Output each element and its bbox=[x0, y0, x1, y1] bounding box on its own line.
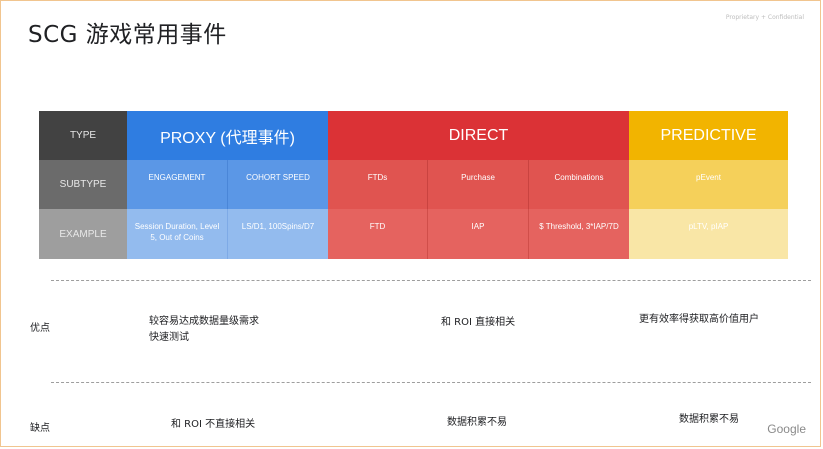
pros-proxy-line2: 快速测试 bbox=[149, 332, 189, 343]
predictive-example-pltv: pLTV, pIAP bbox=[629, 209, 788, 259]
proxy-subtype-cohort-speed: COHORT SPEED bbox=[228, 160, 328, 209]
direct-header: DIRECT bbox=[328, 111, 629, 160]
google-logo: Google bbox=[767, 422, 806, 436]
pros-predictive: 更有效率得获取高价值用户 bbox=[639, 314, 759, 325]
proxy-header: PROXY (代理事件) bbox=[127, 111, 328, 160]
direct-example-ftd: FTD bbox=[328, 209, 428, 259]
direct-subtype-ftds: FTDs bbox=[328, 160, 428, 209]
direct-example-threshold: $ Threshold, 3*IAP/7D bbox=[529, 209, 629, 259]
row-label-subtype: SUBTYPE bbox=[39, 160, 127, 209]
predictive-header: PREDICTIVE bbox=[629, 111, 788, 160]
divider-top bbox=[51, 280, 811, 281]
pros-direct: 和 ROI 直接相关 bbox=[441, 317, 516, 328]
slide-title: SCG 游戏常用事件 bbox=[28, 22, 227, 48]
direct-subtype-combinations: Combinations bbox=[529, 160, 629, 209]
row-label-type: TYPE bbox=[39, 111, 127, 160]
cons-direct: 数据积累不易 bbox=[447, 417, 507, 428]
cons-predictive: 数据积累不易 bbox=[679, 414, 739, 425]
direct-subtype-purchase: Purchase bbox=[428, 160, 529, 209]
direct-example-iap: IAP bbox=[428, 209, 529, 259]
pros-proxy-line1: 较容易达成数据量级需求 bbox=[149, 316, 259, 327]
row-label-example: EXAMPLE bbox=[39, 209, 127, 259]
proxy-subtype-engagement: ENGAGEMENT bbox=[127, 160, 228, 209]
cons-label: 缺点 bbox=[30, 423, 50, 434]
proxy-example-engagement: Session Duration, Level 5, Out of Coins bbox=[127, 209, 228, 259]
event-table: TYPE SUBTYPE EXAMPLE PROXY (代理事件) ENGAGE… bbox=[39, 111, 788, 259]
cons-proxy: 和 ROI 不直接相关 bbox=[171, 419, 256, 430]
proxy-example-cohort-speed: LS/D1, 100Spins/D7 bbox=[228, 209, 328, 259]
predictive-subtype-pevent: pEvent bbox=[629, 160, 788, 209]
divider-bottom bbox=[51, 382, 811, 383]
confidential-label: Proprietary + Confidential bbox=[725, 14, 804, 21]
pros-label: 优点 bbox=[30, 323, 50, 334]
